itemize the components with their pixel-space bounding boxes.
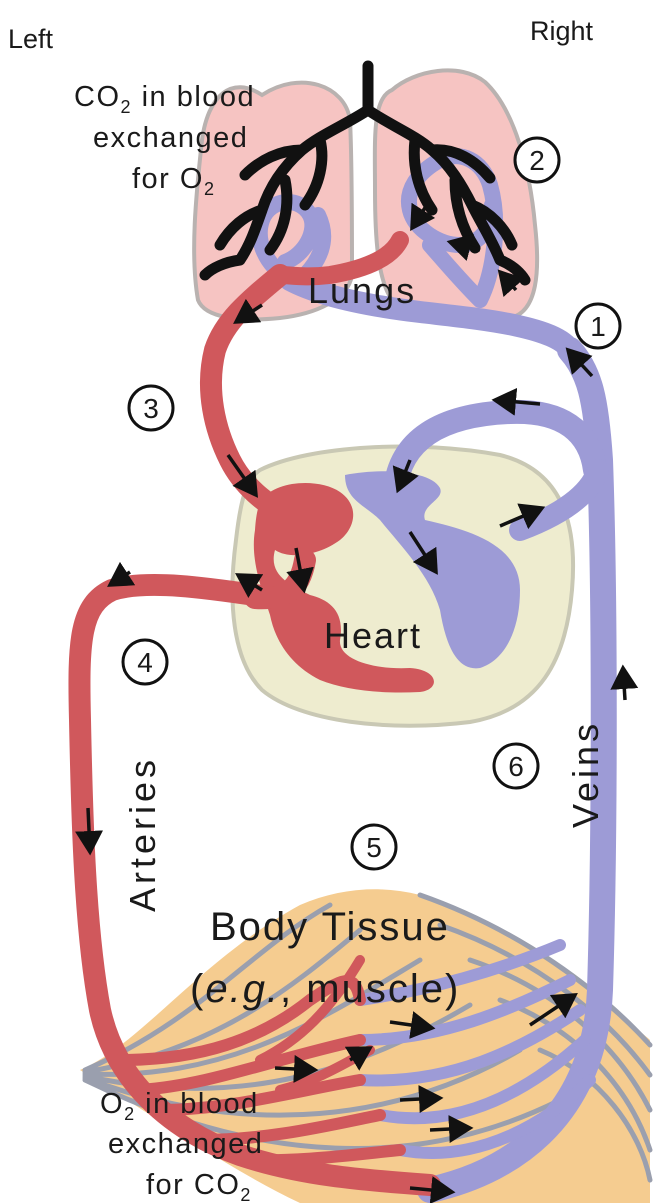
step-3-badge: 3: [129, 386, 173, 430]
step-5-number: 5: [366, 832, 382, 863]
muscle-eg: e.g.: [205, 967, 280, 1011]
veins-label: Veins: [565, 720, 606, 828]
o2-line-2: exchanged: [108, 1128, 263, 1160]
left-label: Left: [8, 24, 54, 54]
arrow-muscle-5: [430, 1128, 470, 1130]
step-1-number: 1: [590, 311, 606, 342]
o2-exchange-caption: O2 in blood exchanged for CO2: [100, 1088, 263, 1203]
lungs-label: Lungs: [308, 270, 416, 311]
o2-for-co: for CO: [146, 1169, 240, 1201]
co2-line-2: exchanged: [93, 122, 248, 154]
right-label: Right: [530, 16, 594, 46]
o2-subscript: 2: [204, 179, 216, 199]
arrow-aorta-descend: [88, 808, 90, 852]
co2-formula: CO: [74, 81, 121, 113]
step-6-badge: 6: [494, 744, 538, 788]
step-4-badge: 4: [123, 640, 167, 684]
body-tissue-label: Body Tissue: [210, 905, 450, 949]
o2-subscript-2: 2: [124, 1104, 136, 1124]
o2-line-1: O2 in blood: [100, 1088, 259, 1124]
step-5-badge: 5: [352, 825, 396, 869]
heart-label: Heart: [324, 615, 422, 656]
co2-in-blood: in blood: [132, 81, 255, 113]
arrow-muscle-3: [275, 1068, 315, 1070]
step-1-badge: 1: [576, 304, 620, 348]
muscle-open-paren: (: [190, 967, 205, 1011]
o2-formula: O: [100, 1088, 124, 1120]
o2-line-3: for CO2: [146, 1169, 252, 1203]
o2-in-blood: in blood: [136, 1088, 259, 1120]
co2-line-3: for O2: [132, 163, 215, 199]
arteries-label: Arteries: [122, 756, 163, 912]
step-4-number: 4: [137, 647, 153, 678]
co2-subscript-2: 2: [240, 1185, 252, 1203]
muscle-example-label: (e.g., muscle): [190, 967, 460, 1011]
step-2-number: 2: [529, 145, 545, 176]
step-3-number: 3: [143, 393, 159, 424]
muscle-rest: , muscle): [280, 967, 460, 1011]
co2-for-o: for O: [132, 163, 204, 195]
co2-line-1: CO2 in blood: [74, 81, 255, 117]
arrow-muscle-4: [400, 1098, 440, 1100]
step-2-badge: 2: [515, 138, 559, 182]
co2-subscript: 2: [121, 97, 133, 117]
step-6-number: 6: [508, 751, 524, 782]
arrow-vein-up: [623, 668, 625, 700]
